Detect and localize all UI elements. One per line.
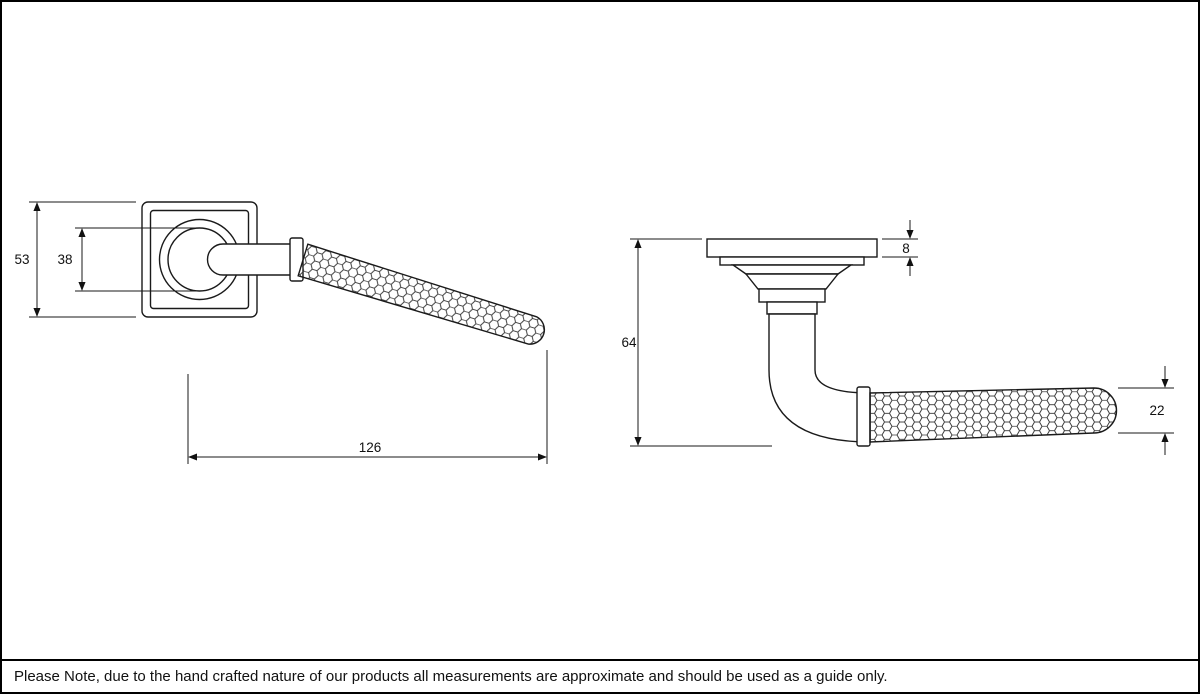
footer-note-bar: Please Note, due to the hand crafted nat… — [2, 659, 1198, 692]
dimension-64: 64 — [621, 238, 772, 447]
dim-8-label: 8 — [902, 241, 910, 256]
rose-flare — [744, 273, 840, 290]
rose-step-2 — [730, 264, 854, 275]
lever-stem-elbow — [768, 313, 871, 443]
dim-53-label: 53 — [14, 252, 29, 267]
lever-neck — [206, 243, 291, 276]
dimension-53: 53 — [14, 201, 136, 318]
technical-drawing: 53 38 126 — [14, 201, 1174, 464]
lever-grip-front — [297, 243, 546, 345]
rose-plate-side — [706, 238, 878, 258]
dim-64-label: 64 — [621, 335, 637, 350]
drawing-area: 53 38 126 — [2, 2, 1198, 659]
dimension-22: 22 — [1118, 366, 1174, 455]
front-view: 53 38 126 — [14, 201, 548, 464]
dim-38-label: 38 — [57, 252, 72, 267]
footer-note: Please Note, due to the hand crafted nat… — [14, 668, 888, 685]
lever-grip-side — [869, 387, 1118, 443]
rose-step-1 — [719, 256, 865, 266]
dim-22-label: 22 — [1149, 403, 1164, 418]
lever-collar-side — [856, 386, 871, 447]
dim-126-label: 126 — [359, 440, 382, 455]
neck-ring — [758, 288, 826, 303]
side-view: 8 64 22 — [621, 220, 1174, 455]
neck-step — [766, 301, 818, 315]
dimension-38: 38 — [57, 227, 198, 292]
dimension-126: 126 — [187, 350, 548, 464]
dimension-8: 8 — [882, 220, 918, 276]
